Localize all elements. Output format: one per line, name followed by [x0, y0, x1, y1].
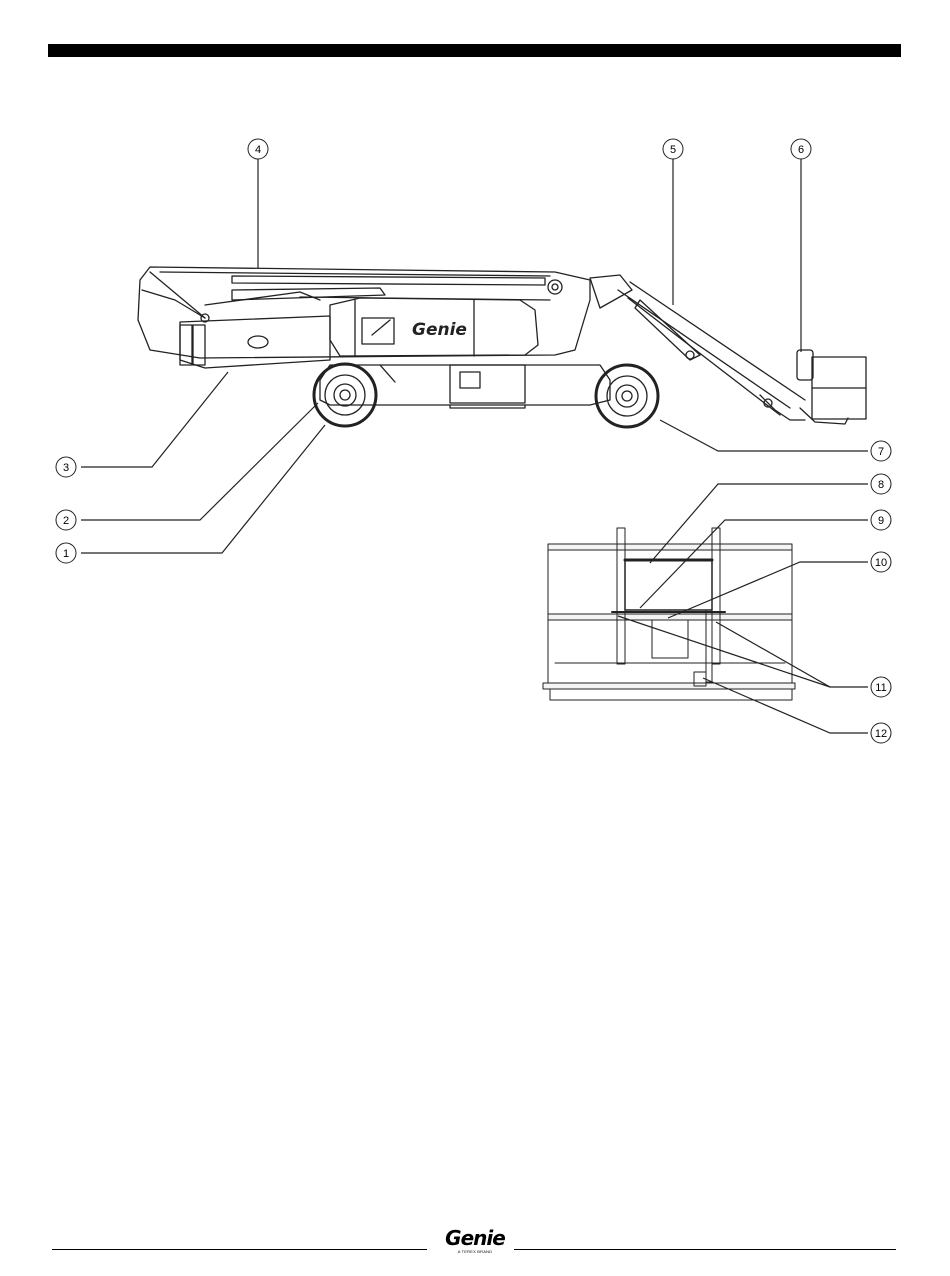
svg-text:6: 6 — [798, 144, 804, 156]
callout-7: 7 — [871, 441, 891, 461]
callout-8: 8 — [871, 474, 891, 494]
callout-1: 1 — [56, 543, 76, 563]
callout-11: 11 — [871, 677, 891, 697]
svg-text:5: 5 — [670, 144, 676, 156]
footer-logo-text: Genie — [432, 1227, 518, 1249]
footer-rule-right — [514, 1249, 896, 1250]
svg-text:11: 11 — [875, 682, 886, 694]
svg-text:8: 8 — [878, 479, 884, 491]
machine-logo: Genie — [412, 320, 467, 340]
platform — [797, 350, 866, 424]
callout-6: 6 — [791, 139, 811, 159]
callout-12: 12 — [871, 723, 891, 743]
footer-rule-left — [52, 1249, 427, 1250]
svg-text:3: 3 — [63, 462, 69, 474]
platform-detail — [543, 528, 795, 700]
svg-text:1: 1 — [63, 548, 69, 560]
callout-2: 2 — [56, 510, 76, 530]
rear-wheel — [596, 365, 658, 427]
svg-text:9: 9 — [878, 515, 884, 527]
svg-text:4: 4 — [255, 144, 261, 156]
front-wheel — [314, 364, 376, 426]
callout-3: 3 — [56, 457, 76, 477]
turntable: Genie — [330, 298, 538, 356]
callout-4: 4 — [248, 139, 268, 159]
svg-text:2: 2 — [63, 515, 69, 527]
leader-lines — [81, 159, 868, 733]
svg-text:7: 7 — [878, 446, 884, 458]
callout-5: 5 — [663, 139, 683, 159]
svg-text:10: 10 — [875, 557, 887, 569]
footer-logo: Genie A TEREX BRAND — [432, 1227, 518, 1259]
svg-text:12: 12 — [875, 728, 887, 740]
callout-9: 9 — [871, 510, 891, 530]
callout-10: 10 — [871, 552, 891, 572]
